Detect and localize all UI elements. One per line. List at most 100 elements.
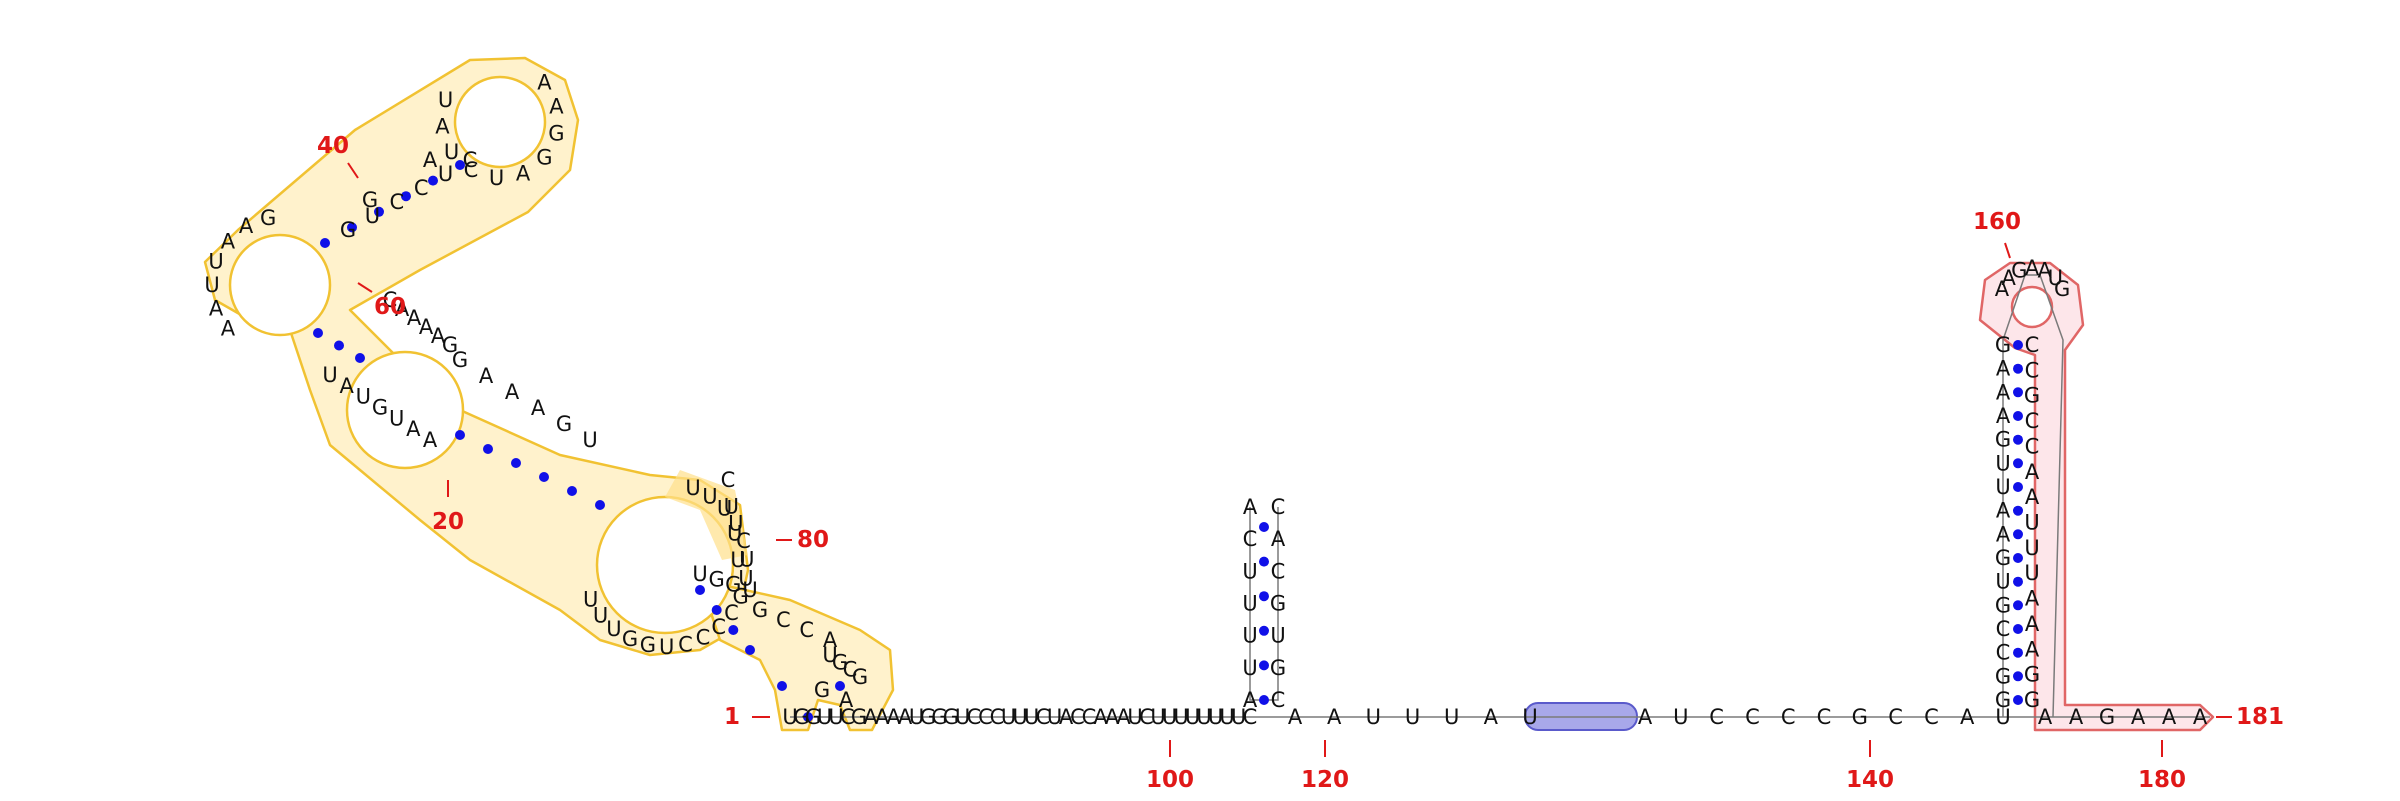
nucleotide: U [1024, 705, 1039, 729]
nucleotide: C [1139, 705, 1154, 729]
nucleotide: A [1059, 705, 1074, 729]
label-120: 120 [1301, 767, 1349, 793]
nucleotide: G [2054, 277, 2070, 301]
nucleotide: U [1522, 705, 1537, 729]
nucleotide: G [1995, 428, 2011, 452]
nucleotide: C [383, 288, 398, 312]
nucleotide: G [548, 121, 564, 145]
label-80: 80 [797, 527, 829, 553]
nucleotide: U [1162, 705, 1177, 729]
base-pair-dot [320, 238, 330, 248]
nucleotide: G [1995, 593, 2011, 617]
nucleotide: C [1709, 705, 1724, 729]
tick-40 [347, 162, 359, 179]
nucleotide: U [204, 273, 219, 297]
nucleotide: U [1208, 705, 1223, 729]
label-180: 180 [2138, 767, 2186, 793]
nucleotide: A [1996, 380, 2011, 404]
nucleotide: C [2025, 434, 2040, 458]
nucleotide: G [733, 585, 749, 609]
internal-loop-hole-1 [228, 233, 332, 337]
nucleotide: U [356, 385, 371, 409]
nucleotide: G [1270, 592, 1286, 616]
nucleotide: A [431, 324, 446, 348]
nucleotide: G [2011, 259, 2027, 283]
region-pink [1978, 261, 2215, 732]
nucleotide: A [221, 229, 236, 253]
nucleotide: G [556, 412, 572, 436]
nucleotide: C [1996, 617, 2011, 641]
base-pair-dot [803, 712, 813, 722]
nucleotide: A [1995, 277, 2010, 301]
nucleotide: A [1327, 705, 1342, 729]
nucleotide: A [340, 374, 355, 398]
nucleotide: G [725, 573, 741, 597]
nucleotide: U [730, 548, 745, 572]
nucleotide: C [843, 658, 858, 682]
nucleotide: G [2099, 705, 2115, 729]
nucleotide: U [1047, 705, 1062, 729]
base-pair-dot [2013, 553, 2023, 563]
nucleotide: U [1366, 705, 1381, 729]
base-pair-dot [313, 328, 323, 338]
nucleotide: A [2193, 705, 2208, 729]
label-20: 20 [432, 509, 464, 535]
nucleotide: G [752, 598, 768, 622]
nucleotide: U [1185, 705, 1200, 729]
nucleotide: C [2025, 333, 2040, 357]
nucleotide: A [2038, 705, 2053, 729]
nucleotide: A [1638, 705, 1653, 729]
nucleotide: C [1996, 641, 2011, 665]
nucleotide: C [1745, 705, 1760, 729]
label-60: 60 [374, 294, 406, 320]
base-pair-dot [1259, 522, 1269, 532]
nucleotide: U [1001, 705, 1016, 729]
nucleotide: C [678, 632, 693, 656]
nucleotide: U [593, 604, 608, 628]
nucleotide: C [1082, 705, 1097, 729]
nucleotide: U [659, 635, 674, 659]
nucleotide: U [389, 406, 404, 430]
nucleotide: C [711, 615, 726, 639]
nucleotide: U [1150, 705, 1165, 729]
nucleotide: U [1995, 475, 2010, 499]
nucleotide: G [372, 396, 388, 420]
nucleotide: C [721, 468, 736, 492]
nucleotide: A [886, 705, 901, 729]
nucleotide: A [898, 705, 913, 729]
nucleotide: A [239, 214, 254, 238]
nucleotide: U [822, 643, 837, 667]
nucleotide: G [852, 665, 868, 689]
nucleotide: U [1127, 705, 1142, 729]
nucleotide: U [1270, 624, 1285, 648]
nucleotide: U [606, 617, 621, 641]
nucleotide: U [2024, 561, 2039, 585]
nucleotide: C [1271, 688, 1286, 712]
nucleotide: U [909, 705, 924, 729]
nucleotide: G [814, 678, 830, 702]
base-pair-dot [2013, 505, 2023, 516]
base-pair-dots [313, 160, 2023, 722]
nucleotide: A [1243, 495, 1258, 519]
nucleotide: U [1444, 705, 1459, 729]
nucleotide: C [736, 529, 751, 553]
nucleotide: C [990, 705, 1005, 729]
nucleotide: G [832, 650, 848, 674]
nucleotide: C [2025, 409, 2040, 433]
label-181: 181 [2236, 704, 2284, 730]
nucleotide: A [516, 161, 531, 185]
nucleotide: A [1960, 705, 1975, 729]
nucleotide: G [805, 705, 821, 729]
nucleotide: G [622, 627, 638, 651]
base-pair-dot [2013, 482, 2023, 492]
nucleotide: G [260, 206, 276, 230]
nucleotide: U [1405, 705, 1420, 729]
label-100: 100 [1146, 767, 1194, 793]
nucleotide: A [863, 705, 878, 729]
nucleotide: C [1243, 527, 1258, 551]
nucleotide: U [322, 363, 337, 387]
tick-160 [2004, 242, 2011, 259]
nucleotide: U [438, 162, 453, 186]
hairpin-loop-hole [453, 75, 547, 169]
nucleotide: C [799, 618, 814, 642]
